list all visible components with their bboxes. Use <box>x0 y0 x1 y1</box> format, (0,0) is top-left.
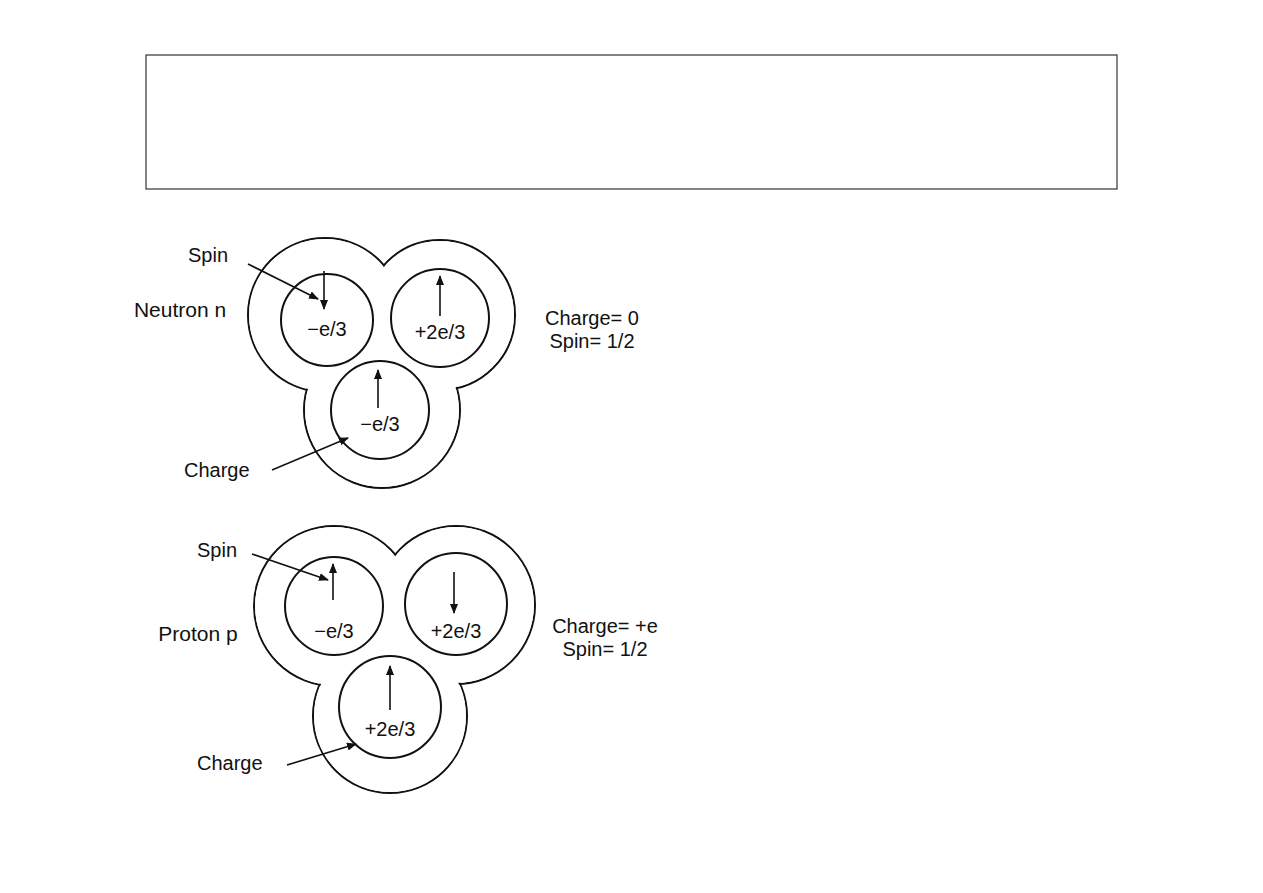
quark-outline <box>281 274 373 366</box>
hadron-outline: Neutron n Charge= 0 Spin= 1/2 −e/3 +2e/3 −e/… <box>120 228 680 496</box>
quark-outline <box>331 361 429 459</box>
spin-arrow <box>323 271 325 309</box>
spin-arrow <box>453 572 455 613</box>
leader-arrow <box>248 264 318 299</box>
quark-charge: −e/3 <box>284 620 384 643</box>
shape-outline <box>330 360 430 460</box>
quark-charge: −e/3 <box>330 413 430 436</box>
particle-properties: Charge= 0 Spin= 1/2 <box>524 307 660 353</box>
quark-charge: +2e/3 <box>390 321 490 344</box>
outer-lobe <box>313 639 467 793</box>
quark-circle: +2e/3 <box>404 552 508 656</box>
empty-frame <box>146 55 1117 189</box>
quark-charge: −e/3 <box>280 318 374 341</box>
quark-charge: +2e/3 <box>338 718 442 741</box>
quark-outline <box>391 269 489 367</box>
particle-name: Proton p <box>150 622 246 645</box>
spin-arrow <box>332 564 334 600</box>
quark-outline <box>285 557 383 655</box>
quark-circle: −e/3 <box>280 273 374 367</box>
outer-lobe <box>304 332 460 488</box>
outer-lobe <box>248 238 402 392</box>
spin-arrow <box>389 666 391 710</box>
leader-arrow <box>287 744 356 765</box>
quark-charge: +2e/3 <box>404 620 508 643</box>
spin-label: Spin <box>188 244 228 267</box>
leader-arrow <box>272 438 348 470</box>
quark-circle: +2e/3 <box>390 268 490 368</box>
quark-outline <box>339 656 441 758</box>
quark-circle: −e/3 <box>284 556 384 656</box>
quark-outline <box>405 553 507 655</box>
spin-arrow <box>439 276 441 316</box>
charge-label: Charge <box>184 459 250 482</box>
quark-circle: −e/3 <box>330 360 430 460</box>
charge-label: Charge <box>197 752 263 775</box>
spin-arrow <box>377 370 379 408</box>
particle-name: Neutron n <box>132 298 228 321</box>
outer-lobe <box>377 526 535 684</box>
outer-lobe <box>365 240 515 390</box>
quark-circle: +2e/3 <box>338 655 442 759</box>
particle-properties: Charge= +e Spin= 1/2 <box>530 615 680 661</box>
shape-outline <box>338 655 442 759</box>
shape-outline <box>390 268 490 368</box>
spin-label: Spin <box>197 539 237 562</box>
